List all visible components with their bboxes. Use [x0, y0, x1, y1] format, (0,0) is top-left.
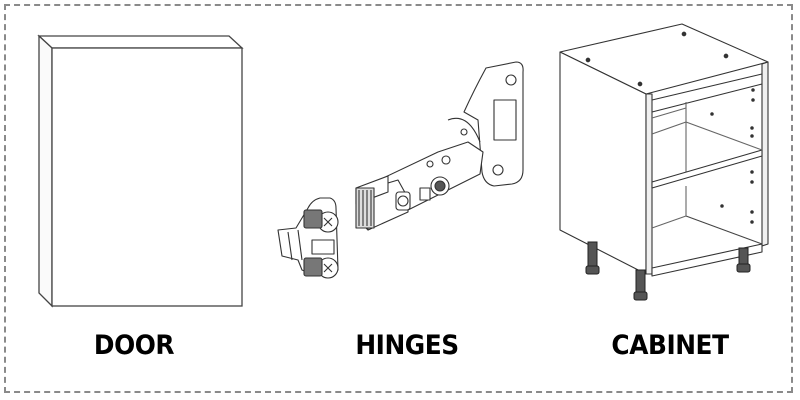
- door-illustration: [36, 34, 246, 312]
- door-label: DOOR: [93, 330, 175, 361]
- cabinet-illustration: [556, 22, 772, 304]
- hinges-label: HINGES: [355, 330, 459, 361]
- cabinet-label: CABINET: [611, 330, 729, 361]
- dashed-frame: [4, 4, 793, 393]
- hinges-illustration: [268, 60, 530, 285]
